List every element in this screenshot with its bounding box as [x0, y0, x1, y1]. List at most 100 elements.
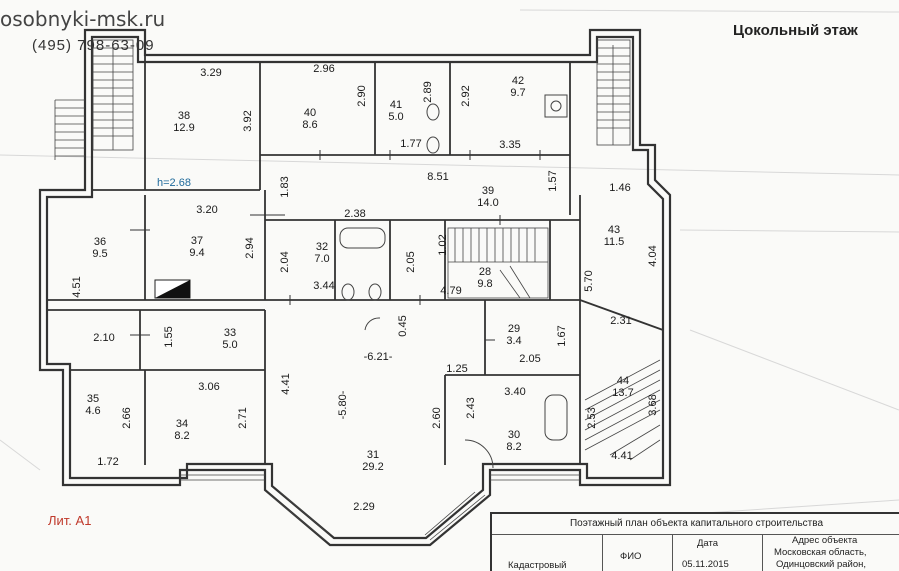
room-area: 9.5: [92, 248, 107, 260]
floor-title: Цокольный этаж: [733, 22, 858, 39]
room-area: 5.0: [222, 339, 237, 351]
room-number: 41: [390, 99, 402, 111]
room-number: 40: [304, 107, 316, 119]
dimension: 2.71: [237, 407, 249, 428]
dimension: 2.38: [344, 208, 365, 220]
dimension: 4.79: [440, 285, 461, 297]
room-number: 29: [508, 323, 520, 335]
dimension: 2.94: [244, 237, 256, 258]
dimension: 3.44: [313, 280, 334, 292]
dimension: 4.41: [280, 373, 292, 394]
dimension: 1.77: [400, 138, 421, 150]
dimension: 1.02: [437, 234, 449, 255]
dimension: 2.10: [93, 332, 114, 344]
stair-north-east: [596, 39, 631, 146]
room-number: 34: [176, 418, 188, 430]
outer-walls: [38, 28, 672, 547]
date-label: Дата: [697, 538, 719, 549]
room-number: 42: [512, 75, 524, 87]
dimension: 2.53: [586, 407, 598, 428]
dimension: 3.35: [499, 139, 520, 151]
dimension: 4.04: [647, 245, 659, 266]
stair-central: [447, 227, 549, 299]
room-labels: 38 12.9 40 8.6 41 5.0 42 9.7 39 14.0 36 …: [85, 75, 633, 473]
room-area: 29.2: [362, 461, 383, 473]
room-number: 43: [608, 224, 620, 236]
black-hatched-mark: [154, 279, 191, 299]
room-area: 11.5: [604, 236, 625, 248]
address-label: Адрес объекта: [792, 535, 858, 546]
ceiling-height: h=2.68: [157, 177, 191, 189]
stair-north-west: [92, 39, 134, 151]
room-area: 13.7: [612, 387, 633, 399]
dimension: 2.29: [353, 501, 374, 513]
dimension: 2.89: [422, 81, 434, 102]
stair-south-east: [584, 359, 661, 461]
dimension: 3.92: [242, 110, 254, 131]
interior-walls: [47, 55, 664, 465]
dimension: 2.92: [460, 85, 472, 106]
dimension: 2.90: [356, 85, 368, 106]
title-block-heading: Поэтажный план объекта капитального стро…: [492, 514, 899, 535]
room-number: 37: [191, 235, 203, 247]
room-number: 31: [367, 449, 379, 461]
room-number: 36: [94, 236, 106, 248]
room-area: 14.0: [477, 197, 498, 209]
room-area: 8.6: [302, 119, 317, 131]
dimension: 0.45: [397, 315, 409, 336]
dimension: 2.05: [519, 353, 540, 365]
dimension: 1.57: [547, 170, 559, 191]
steps-south-portico: [180, 474, 580, 541]
room-area: 4.6: [85, 405, 100, 417]
room-area: 9.4: [189, 247, 204, 259]
room-area: 8.2: [506, 441, 521, 453]
dimension: 1.83: [279, 176, 291, 197]
room-area: 5.0: [388, 111, 403, 123]
dimension: 3.29: [200, 67, 221, 79]
room-area: 8.2: [174, 430, 189, 442]
room-area: 9.8: [477, 278, 492, 290]
room-number: 38: [178, 110, 190, 122]
address-line-1: Московская область,: [774, 547, 867, 558]
dimension: 2.60: [431, 407, 443, 428]
dimension: 4.41: [611, 450, 632, 462]
site-watermark: osobnyki-msk.ru: [0, 7, 166, 31]
plumbing-fixtures: [339, 94, 568, 469]
room-area: 3.4: [506, 335, 521, 347]
room-number: 33: [224, 327, 236, 339]
room-number: 39: [482, 185, 494, 197]
dimension: 1.46: [609, 182, 630, 194]
room-number: 44: [617, 375, 629, 387]
dimension: 2.66: [121, 407, 133, 428]
room-area: 9.7: [510, 87, 525, 99]
address-line-2: Одинцовский район,: [776, 559, 867, 570]
room-area: 7.0: [314, 253, 329, 265]
date-value: 05.11.2015: [682, 559, 729, 570]
dimension: 3.40: [504, 386, 525, 398]
door-openings: [130, 150, 541, 341]
dimension: 2.04: [279, 251, 291, 272]
room-area: 12.9: [173, 122, 194, 134]
dimension: 8.51: [427, 171, 448, 183]
stair-west-side: [54, 99, 85, 160]
dimension: 5.70: [583, 270, 595, 291]
dimension: 2.31: [610, 315, 631, 327]
dimension: 1.25: [446, 363, 467, 375]
dimension: 2.43: [465, 397, 477, 418]
litera-label: Лит. А1: [48, 513, 92, 528]
dimension: 1.55: [163, 326, 175, 347]
dimension: 3.68: [647, 394, 659, 415]
cadastral-label: Кадастровый: [508, 560, 567, 571]
dimension: 4.51: [71, 276, 83, 297]
dimension: 2.96: [313, 63, 334, 75]
dimension-labels: 3.29 3.92 2.96 2.90 2.89 2.92 1.77 3.35 …: [71, 63, 659, 513]
room-number: 30: [508, 429, 520, 441]
dimension: 1.72: [97, 456, 118, 468]
fio-label: ФИО: [620, 551, 642, 562]
title-block: Поэтажный план объекта капитального стро…: [490, 512, 899, 571]
dimension: 1.67: [556, 325, 568, 346]
dimension: 2.05: [405, 251, 417, 272]
room-number: 28: [479, 266, 491, 278]
phone-watermark: (495) 798-63-09: [32, 37, 155, 54]
